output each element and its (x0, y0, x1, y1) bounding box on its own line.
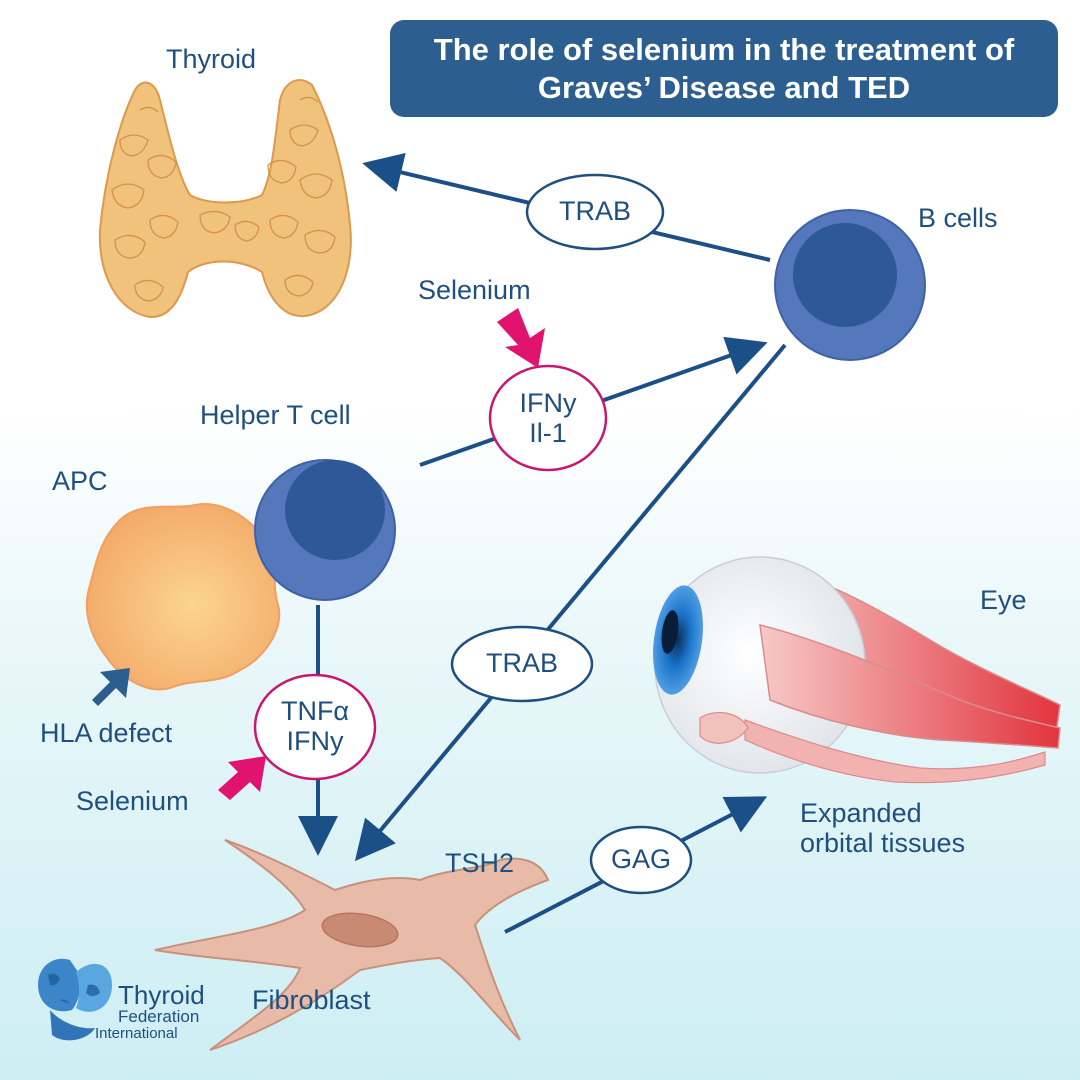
selenium-bottom-label: Selenium (76, 786, 189, 816)
selenium-arrow-bottom (218, 756, 266, 800)
logo-thyroid-text: Thyroid (118, 980, 205, 1010)
gag-text: GAG (610, 844, 671, 874)
thyroid-federation-logo-mark (38, 958, 112, 1041)
trab-top-ellipse (525, 173, 665, 251)
logo-federation-text: Federation (118, 1007, 200, 1026)
thyroid-label: Thyroid (166, 44, 257, 74)
selenium-arrow-top (497, 308, 545, 368)
tnfa-ifny-text: TNFα IFNy (280, 696, 350, 757)
expanded-orbital-tissues-label: Expanded orbital tissues (800, 798, 966, 859)
b-cell (774, 209, 926, 361)
tsh2-label: TSH2 (445, 848, 515, 878)
trab-mid-text: TRAB (485, 648, 558, 678)
eye-illustration (653, 556, 1061, 784)
trab-mid-ellipse (450, 625, 594, 703)
helper-t-cell (254, 459, 396, 601)
helper-t-cell-label: Helper T cell (200, 400, 351, 430)
trab-top-text: TRAB (558, 196, 631, 226)
arrow-bcell-to-fibroblast (354, 343, 787, 862)
diagram-title: The role of selenium in the treatment of… (433, 31, 1015, 105)
fibroblast-label: Fibroblast (252, 985, 371, 1015)
apc-cell (85, 503, 281, 691)
hla-defect-label: HLA defect (40, 718, 173, 748)
thyroid-illustration (98, 79, 352, 319)
title-banner: The role of selenium in the treatment of… (390, 20, 1058, 117)
b-cells-label: B cells (918, 203, 998, 233)
gag-ellipse (589, 825, 693, 895)
selenium-top-label: Selenium (418, 275, 531, 305)
fibroblast-cell (154, 839, 550, 1051)
ifny-il1-text: IFNy Il-1 (519, 388, 577, 449)
logo-international-text: International (95, 1025, 178, 1042)
ifny-il1-ellipse (488, 364, 608, 472)
hla-defect-arrow (92, 668, 130, 706)
apc-label: APC (52, 466, 108, 496)
tnfa-ifny-ellipse (253, 673, 377, 781)
eye-label: Eye (980, 585, 1027, 615)
